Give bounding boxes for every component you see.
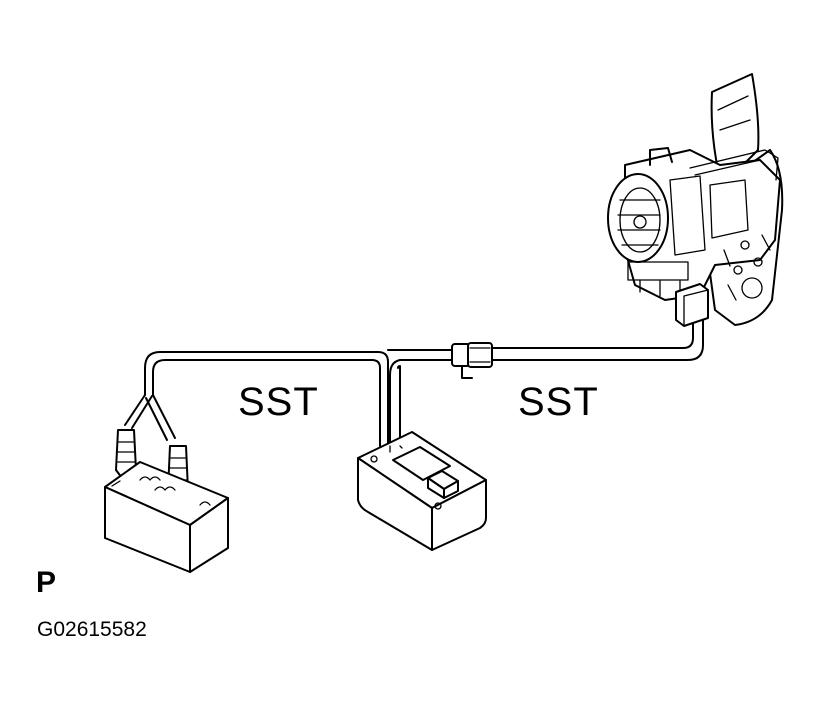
power-window-regulator-motor-icon [607,73,784,327]
inline-connector [451,342,493,379]
sst-harness-cable [144,317,704,447]
sst-label-right: SST [518,380,599,424]
battery-icon [104,461,229,573]
figure-id: G02615582 [37,618,147,641]
sst-label-left: SST [238,380,319,424]
corner-mark: P [36,566,57,599]
switch-box-icon [357,431,487,551]
switch-box-cable-entry [389,445,403,453]
